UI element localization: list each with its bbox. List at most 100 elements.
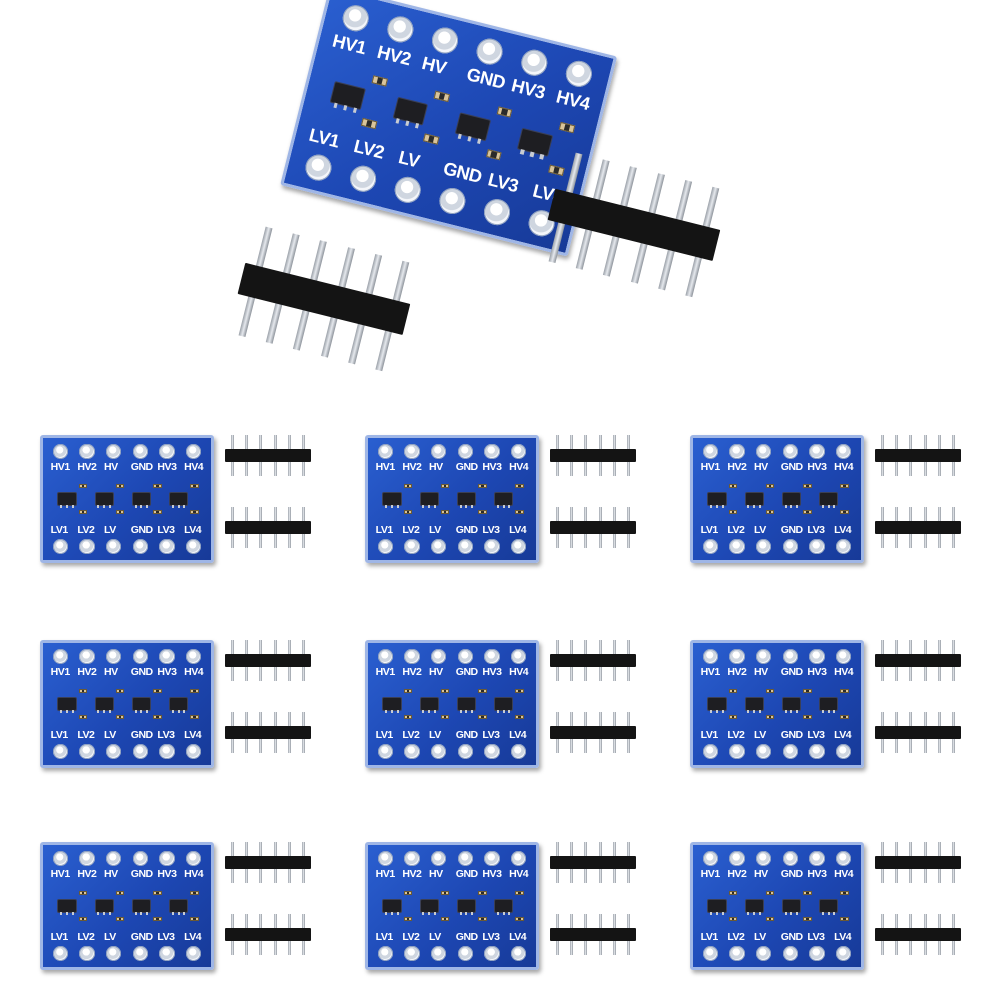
chip-lead <box>821 911 824 915</box>
smd-resistor <box>403 483 413 489</box>
chip-lead <box>471 504 474 508</box>
pin-label-bottom: GND <box>455 728 478 741</box>
chip-lead <box>502 911 505 915</box>
chip-lead <box>459 709 462 713</box>
chip-lead <box>759 504 761 508</box>
chip-lead <box>496 911 499 915</box>
chip-lead <box>827 504 830 508</box>
chip-lead <box>60 709 63 713</box>
chip-lead <box>508 504 511 508</box>
pin-pad-bottom <box>404 743 420 760</box>
pin-label-top: HV1 <box>50 461 71 474</box>
pin-pad-top <box>702 443 718 460</box>
chip-lead <box>66 709 68 713</box>
pin-label-bottom: LV3 <box>485 169 521 197</box>
pin-pad-bottom <box>430 743 447 760</box>
chip-lead <box>833 709 836 713</box>
pin-label-bottom: LV <box>429 523 441 536</box>
mosfet-chip <box>383 493 401 505</box>
chip-lead <box>796 504 799 508</box>
pin-label-bottom: LV2 <box>351 136 387 163</box>
smd-resistor <box>190 714 199 720</box>
chip-lead <box>502 504 505 508</box>
pin-label-top: HV <box>754 868 768 881</box>
chip-lead <box>171 911 174 915</box>
chip-lead <box>60 504 63 508</box>
pin-pad-top <box>484 648 500 665</box>
pin-pad-bottom <box>105 945 122 962</box>
pin-label-top: HV <box>104 868 118 881</box>
pin-pad-top <box>132 850 149 867</box>
pin-label-top: HV1 <box>700 666 721 679</box>
mosfet-chip <box>782 698 801 710</box>
pin-label-top: HV2 <box>402 666 422 679</box>
pin-pad-bottom <box>346 162 379 195</box>
pin-label-top: HV1 <box>375 461 396 474</box>
pin-pad-bottom <box>481 196 514 229</box>
smd-resistor <box>403 509 413 515</box>
mosfet-chip <box>782 493 801 505</box>
smd-resistor <box>802 890 812 896</box>
pin-label-bottom: LV4 <box>834 523 852 536</box>
smd-resistor <box>728 688 738 694</box>
pin-pad-top <box>404 443 420 460</box>
pin-pad-bottom <box>809 945 825 962</box>
header-body <box>875 521 961 535</box>
smd-resistor <box>515 714 524 720</box>
chip-lead <box>747 709 750 713</box>
mosfet-chip <box>383 698 401 710</box>
pin-label-bottom: LV2 <box>727 728 745 741</box>
pin-pad-top <box>377 850 393 867</box>
header-body <box>550 449 636 463</box>
pin-label-bottom: LV3 <box>157 930 175 943</box>
header-body <box>875 856 961 870</box>
smd-resistor <box>477 714 487 720</box>
chip-lead <box>333 102 338 109</box>
smd-resistor <box>840 688 849 694</box>
pin-pad-bottom <box>391 173 424 206</box>
pin-label-bottom: LV4 <box>184 728 202 741</box>
chip-lead <box>747 504 750 508</box>
pin-pad-bottom <box>377 743 393 760</box>
chip-lead <box>109 709 111 713</box>
pin-label-bottom: LV4 <box>834 728 852 741</box>
chip-lead <box>422 709 425 713</box>
pin-pad-bottom <box>436 184 469 217</box>
smd-resistor <box>115 509 125 515</box>
pin-label-top: HV2 <box>402 868 422 881</box>
smd-resistor <box>802 509 812 515</box>
pin-header-strip <box>875 842 961 884</box>
mosfet-chip <box>457 493 476 505</box>
smd-resistor <box>403 688 413 694</box>
pin-pad-bottom <box>484 743 500 760</box>
pin-label-bottom: LV4 <box>509 930 527 943</box>
smd-resistor <box>190 688 199 694</box>
mosfet-chip <box>132 698 151 710</box>
chip-lead <box>821 709 824 713</box>
pin-header-strip <box>225 842 311 884</box>
pin-header-strip <box>875 435 961 477</box>
pin-pad-bottom <box>159 945 175 962</box>
smd-resistor <box>728 483 738 489</box>
smd-resistor <box>477 688 487 694</box>
chip-lead <box>710 709 713 713</box>
pin-pad-top <box>159 443 175 460</box>
pin-pad-top <box>755 443 772 460</box>
pin-pad-top <box>159 648 175 665</box>
pin-label-bottom: LV3 <box>482 930 500 943</box>
pin-pad-top <box>79 850 95 867</box>
pin-label-bottom: LV1 <box>50 728 69 741</box>
smd-resistor <box>765 509 775 515</box>
pin-pad-top <box>339 2 372 35</box>
chip-lead <box>177 709 180 713</box>
smd-resistor <box>728 890 738 896</box>
smd-resistor <box>440 714 450 720</box>
pin-pad-bottom <box>132 945 149 962</box>
pin-label-bottom: LV <box>754 930 766 943</box>
pin-label-top: HV4 <box>834 666 854 679</box>
pin-label-bottom: LV2 <box>402 930 420 943</box>
smd-resistor <box>515 509 524 515</box>
pin-pad-top <box>52 850 68 867</box>
